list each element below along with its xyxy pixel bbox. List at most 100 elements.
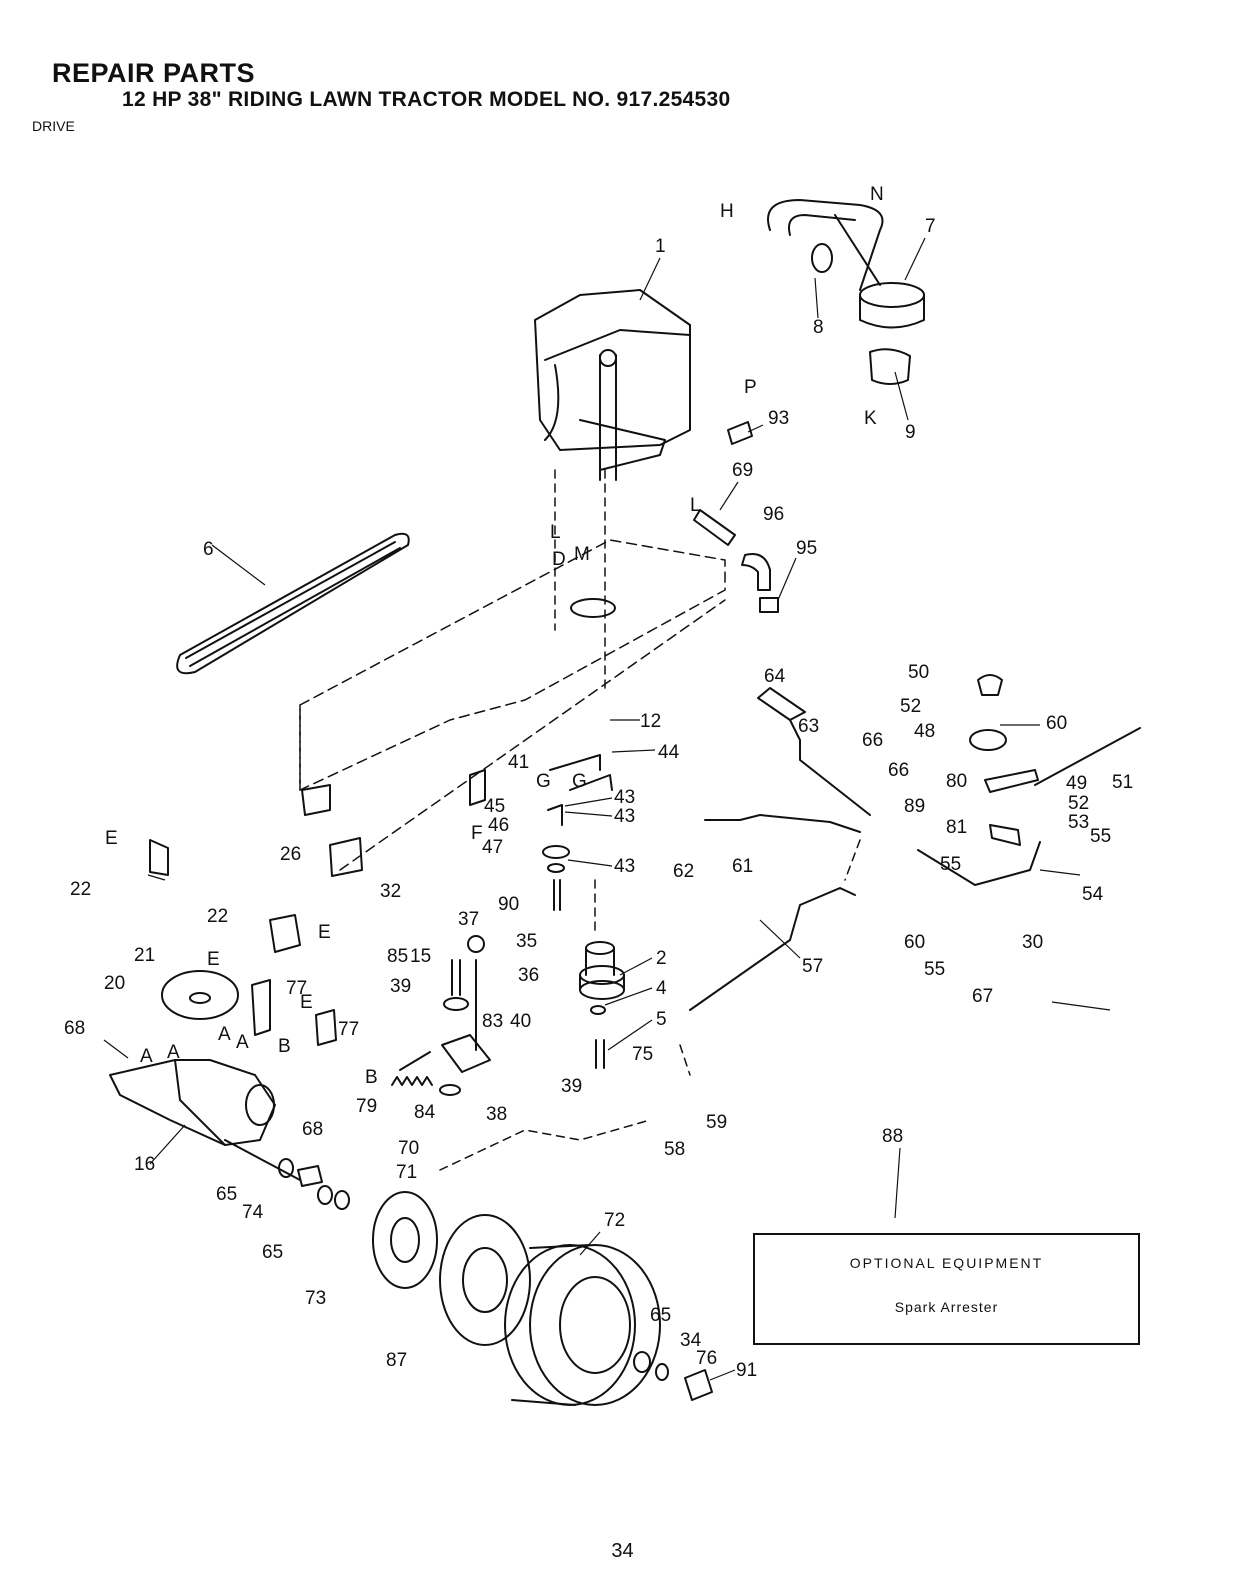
callout: 89 [904,796,925,817]
callout: 60 [1046,713,1067,734]
idler-parts [399,754,613,1096]
pulley-20-hub [189,992,211,1004]
callout: 70 [398,1138,419,1159]
callout: 9 [905,422,916,443]
lever-54 [917,841,1041,886]
callout: 2 [656,948,667,969]
callout: 51 [1112,772,1133,793]
washer-65b [278,1158,294,1178]
callout: 62 [673,861,694,882]
page-title: REPAIR PARTS [52,58,256,88]
callout: 26 [280,844,301,865]
frame-hole [570,598,616,618]
callout: 38 [486,1104,507,1125]
callout: 7 [925,216,936,237]
drive-belt [176,532,410,675]
pipe-69 [693,509,736,546]
callout: 32 [380,881,401,902]
callout: G [536,771,551,792]
callout: 77 [286,978,307,999]
callout: F [471,823,483,844]
callout: 63 [798,716,819,737]
callout: 43 [614,856,635,877]
callout: 64 [764,666,786,687]
callout: 76 [696,1348,717,1369]
drive-belt-inner [185,541,401,667]
optional-equipment-box: OPTIONAL EQUIPMENT Spark Arrester [753,1233,1140,1345]
callout: 81 [946,817,967,838]
callout: B [365,1067,378,1088]
elbow-96 [741,553,771,591]
dashed-links [439,469,861,1171]
callout: 65 [262,1242,283,1263]
cap-91 [684,1369,713,1401]
callout: 44 [658,742,680,763]
callout: 65 [216,1184,237,1205]
bracket-80 [984,769,1039,793]
engine-pulley [579,941,625,1069]
callout: K [864,408,877,429]
knob-50 [977,674,1003,696]
washer-65 [633,1351,651,1373]
callout: 55 [924,959,945,980]
callout: 30 [1022,932,1043,953]
pulley-48 [969,729,1007,751]
callout: 80 [946,771,967,792]
callout: A [236,1032,249,1053]
callout: E [300,992,313,1013]
callout: 54 [1082,884,1104,905]
callout: E [105,828,118,849]
callout: 15 [410,946,431,967]
bracket-22b [269,914,301,953]
clamp-93 [727,421,753,445]
part-callouts: 1 6 7 8 9 N H K P 93 69 96 95 L M D L 12… [64,184,1133,1381]
callout: 6 [203,539,214,560]
callout: 20 [104,973,125,994]
callout: 55 [940,854,961,875]
callout: P [744,377,757,398]
callout: 77 [338,1019,359,1040]
pulley-20 [161,970,239,1020]
callout: B [278,1036,291,1057]
model-subtitle: 12 HP 38" RIDING LAWN TRACTOR MODEL NO. … [122,88,731,111]
callout: 74 [242,1202,264,1223]
leader-lines [103,237,1111,1381]
callout: 47 [482,837,503,858]
callout: 45 [484,796,505,817]
callout: 58 [664,1139,685,1160]
muffler-drawing [767,199,925,385]
spacer-74 [297,1165,323,1187]
callout: 85 [387,946,408,967]
callout: H [720,201,734,222]
callout: M [574,544,590,565]
callout: 1 [655,236,666,257]
callout: 72 [604,1210,625,1231]
callout: 84 [414,1102,436,1123]
callout: 22 [70,879,91,900]
callout: L [690,495,701,516]
callout: 67 [972,986,993,1007]
rod-51 [1034,727,1141,786]
callout: 50 [908,662,929,683]
callout: 75 [632,1044,653,1065]
callout: 66 [888,760,909,781]
callout: 60 [904,932,925,953]
callout: 12 [640,711,661,732]
callout: E [207,949,220,970]
callout: A [140,1046,153,1067]
callout: 57 [802,956,823,977]
callout: 73 [305,1288,326,1309]
section-label: DRIVE [32,118,75,134]
bracket-77 [251,979,271,1036]
rod-57 [689,887,856,1011]
callout: 95 [796,538,817,559]
callout: 66 [862,730,883,751]
callout: 48 [914,721,935,742]
callout: 37 [458,909,479,930]
callout: 79 [356,1096,377,1117]
callout: 71 [396,1162,417,1183]
callout: 61 [732,856,753,877]
frame-drawing [299,539,726,871]
handle-64 [757,687,806,721]
callout: 5 [656,1009,667,1030]
